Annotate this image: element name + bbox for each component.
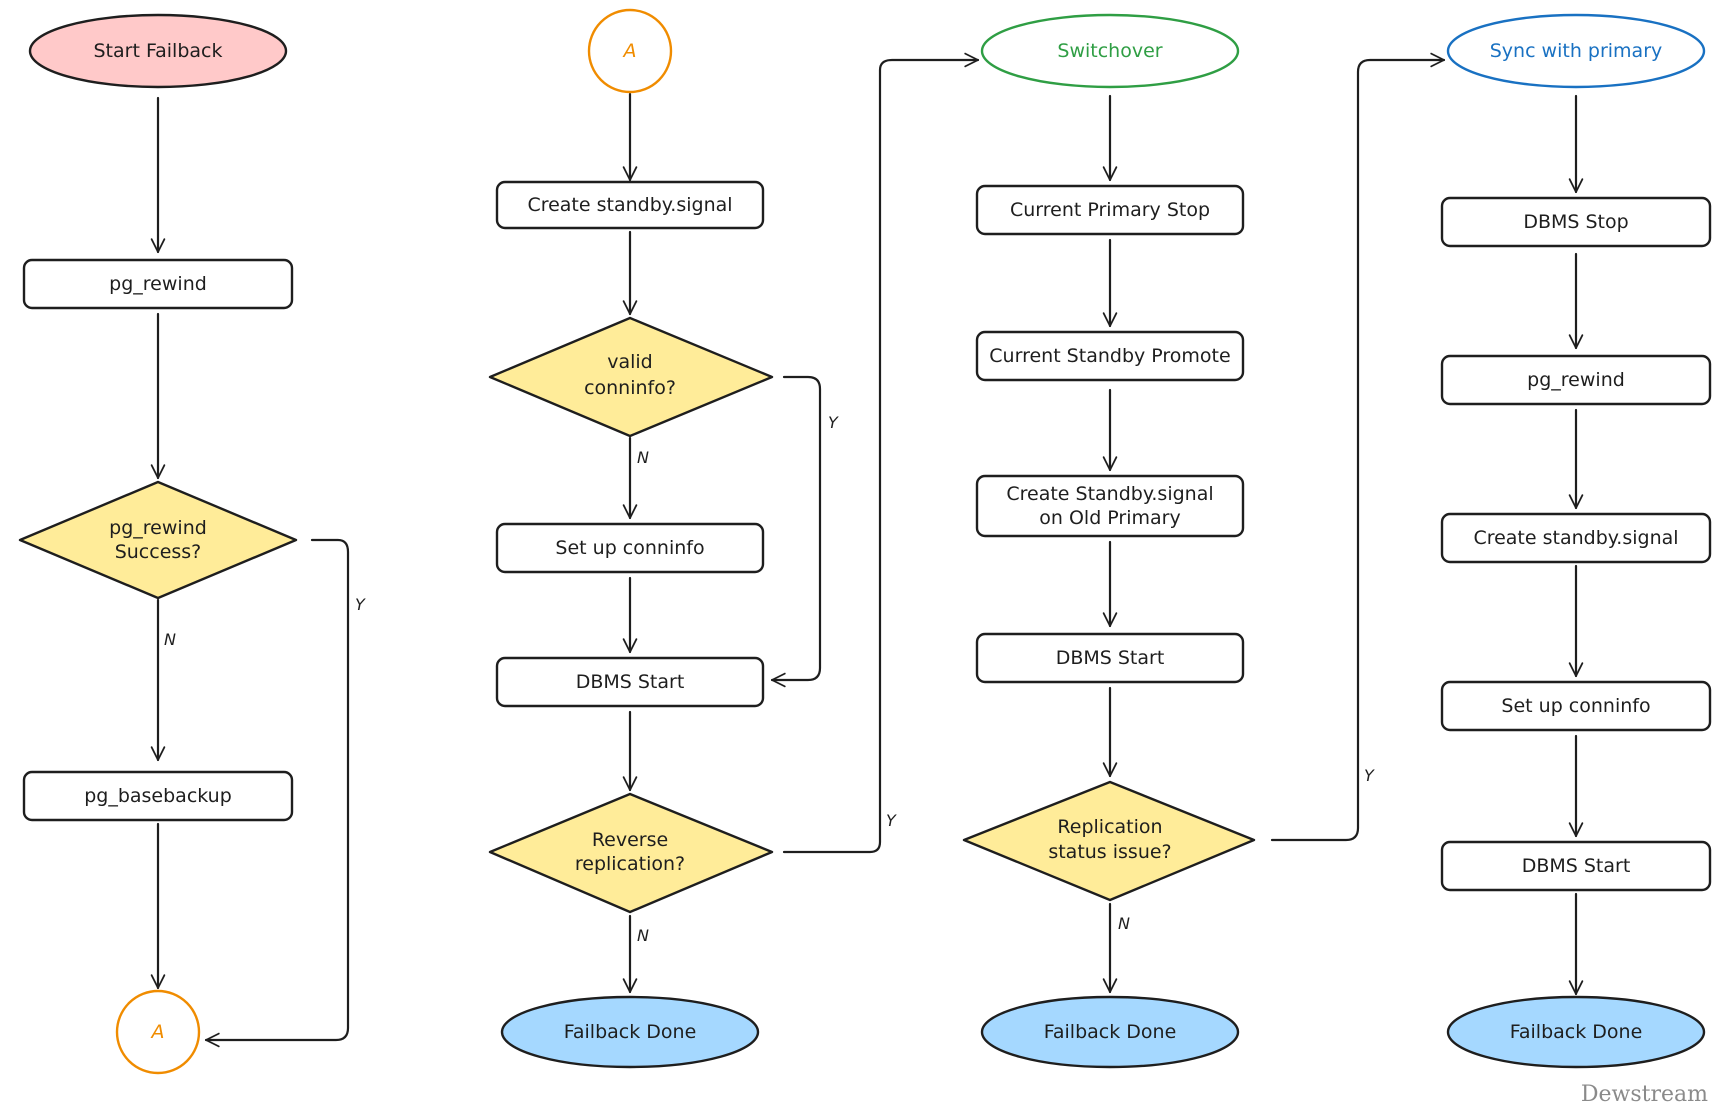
node-label: Set up conninfo <box>555 537 704 559</box>
node-label: Current Standby Promote <box>989 345 1230 367</box>
node-label: DBMS Start <box>1056 647 1165 669</box>
label-rewind-ok-no: N <box>164 630 176 649</box>
edge-rewind-ok-yes <box>204 538 350 1048</box>
node-start-failback[interactable]: Start Failback <box>28 13 288 89</box>
column-4: Sync with primary DBMS Stop pg_rewind Cr… <box>1440 13 1712 1069</box>
node-failback-done[interactable]: Failback Done <box>500 995 760 1069</box>
node-label: Failback Done <box>564 1021 697 1043</box>
node-label-line-2: status issue? <box>1048 841 1171 863</box>
column-3: Switchover Current Primary Stop Current … <box>962 13 1256 1069</box>
node-replication-status-issue-decision[interactable]: Replication status issue? <box>962 780 1256 902</box>
node-valid-conninfo-decision[interactable]: valid conninfo? <box>488 316 774 438</box>
node-pg-rewind[interactable]: pg_rewind <box>22 258 294 310</box>
node-label-line-1: pg_rewind <box>109 517 207 539</box>
node-failback-done[interactable]: Failback Done <box>1446 995 1706 1069</box>
node-label: pg_rewind <box>109 273 207 295</box>
node-reverse-replication-decision[interactable]: Reverse replication? <box>488 792 774 914</box>
column-1: Start Failback pg_rewind pg_rewind Succe… <box>18 13 298 1075</box>
node-label-line-2: conninfo? <box>584 377 676 399</box>
node-label: Current Primary Stop <box>1010 199 1210 221</box>
watermark-logo: Dewstream <box>1581 1082 1708 1107</box>
node-label: DBMS Start <box>576 671 685 693</box>
column-2: A Create standby.signal valid conninfo? … <box>488 8 774 1069</box>
label-valid-no: N <box>637 448 649 467</box>
node-current-primary-stop[interactable]: Current Primary Stop <box>975 184 1245 236</box>
label-valid-yes: Y <box>828 413 839 432</box>
node-label: DBMS Stop <box>1523 211 1628 233</box>
label-reverse-yes: Y <box>886 811 897 830</box>
node-label: Switchover <box>1057 40 1162 62</box>
label-reverse-no: N <box>637 926 649 945</box>
node-failback-done[interactable]: Failback Done <box>980 995 1240 1069</box>
edge-valid-yes <box>770 375 822 688</box>
node-label: pg_rewind <box>1527 369 1625 391</box>
edges <box>150 52 1584 1048</box>
node-label: Create standby.signal <box>527 194 732 216</box>
edge-reverse-yes <box>782 52 980 854</box>
node-create-standby-signal-old-primary[interactable]: Create Standby.signal on Old Primary <box>975 474 1245 538</box>
node-label-line-2: Success? <box>115 541 202 563</box>
node-create-standby-signal[interactable]: Create standby.signal <box>1440 512 1712 564</box>
label-issue-yes: Y <box>1364 766 1375 785</box>
node-connector-a-bottom[interactable]: A <box>115 989 201 1075</box>
node-pg-basebackup[interactable]: pg_basebackup <box>22 770 294 822</box>
node-switchover[interactable]: Switchover <box>980 13 1240 89</box>
node-dbms-stop[interactable]: DBMS Stop <box>1440 196 1712 248</box>
node-label-line-2: replication? <box>575 853 685 875</box>
label-issue-no: N <box>1118 914 1130 933</box>
node-label: Create standby.signal <box>1473 527 1678 549</box>
edge-issue-yes <box>1270 52 1446 842</box>
node-label: Start Failback <box>94 40 223 62</box>
edge-labels: Y N Y N Y N Y N <box>164 413 1375 945</box>
node-dbms-start[interactable]: DBMS Start <box>975 632 1245 684</box>
node-label: A <box>150 1021 165 1043</box>
node-label-line-2: on Old Primary <box>1039 507 1180 529</box>
node-sync-with-primary[interactable]: Sync with primary <box>1446 13 1706 89</box>
node-label-line-1: valid <box>607 351 653 373</box>
node-connector-a-top[interactable]: A <box>587 8 673 94</box>
node-label: Set up conninfo <box>1501 695 1650 717</box>
node-dbms-start[interactable]: DBMS Start <box>495 656 765 708</box>
node-label-line-1: Replication <box>1057 816 1162 838</box>
node-pg-rewind-success-decision[interactable]: pg_rewind Success? <box>18 480 298 600</box>
node-label: Failback Done <box>1510 1021 1643 1043</box>
node-dbms-start[interactable]: DBMS Start <box>1440 840 1712 892</box>
node-label: Sync with primary <box>1490 40 1663 62</box>
node-create-standby-signal[interactable]: Create standby.signal <box>495 180 765 230</box>
node-set-up-conninfo[interactable]: Set up conninfo <box>1440 680 1712 732</box>
node-label-line-1: Reverse <box>592 829 668 851</box>
node-set-up-conninfo[interactable]: Set up conninfo <box>495 522 765 574</box>
node-label: A <box>622 40 637 62</box>
label-rewind-ok-yes: Y <box>355 595 366 614</box>
node-label-line-1: Create Standby.signal <box>1006 483 1213 505</box>
node-label: pg_basebackup <box>84 785 232 807</box>
node-label: Failback Done <box>1044 1021 1177 1043</box>
node-label: DBMS Start <box>1522 855 1631 877</box>
node-pg-rewind[interactable]: pg_rewind <box>1440 354 1712 406</box>
node-current-standby-promote[interactable]: Current Standby Promote <box>975 330 1245 382</box>
